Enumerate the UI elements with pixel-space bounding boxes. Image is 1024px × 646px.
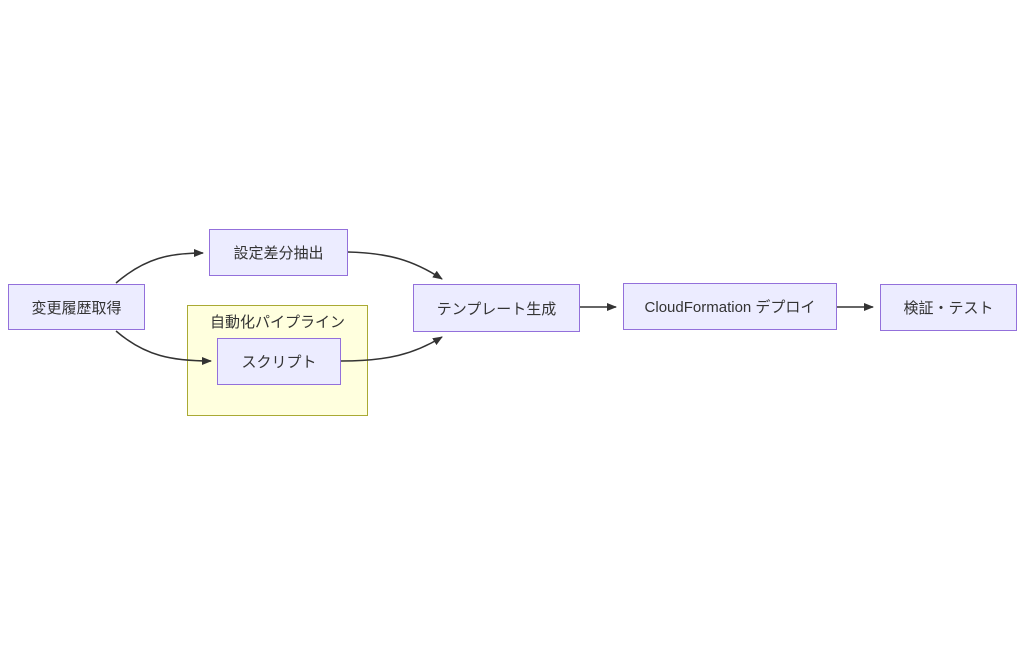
node-change-history-label: 変更履歴取得 — [31, 299, 122, 317]
node-config-diff-label: 設定差分抽出 — [233, 245, 324, 262]
node-verify-test-label: 検証・テスト — [903, 300, 994, 317]
node-template-gen: テンプレート生成 — [413, 284, 580, 332]
node-cf-deploy: CloudFormation デプロイ — [623, 283, 837, 330]
cluster-automation-pipeline-label: 自動化パイプライン — [209, 314, 345, 331]
node-verify-test: 検証・テスト — [880, 284, 1017, 331]
node-config-diff: 設定差分抽出 — [209, 229, 348, 276]
node-template-gen-label: テンプレート生成 — [436, 300, 557, 318]
node-script: スクリプト — [217, 338, 341, 385]
node-script-label: スクリプト — [241, 354, 317, 371]
node-change-history: 変更履歴取得 — [8, 284, 145, 330]
node-cf-deploy-label: CloudFormation デプロイ — [644, 299, 816, 316]
edge-config-diff-to-template-gen — [347, 251, 443, 280]
edge-change-history-to-config-diff — [115, 249, 204, 284]
edge-script-to-template-gen — [340, 336, 443, 362]
edge-change-history-to-script — [115, 330, 212, 365]
